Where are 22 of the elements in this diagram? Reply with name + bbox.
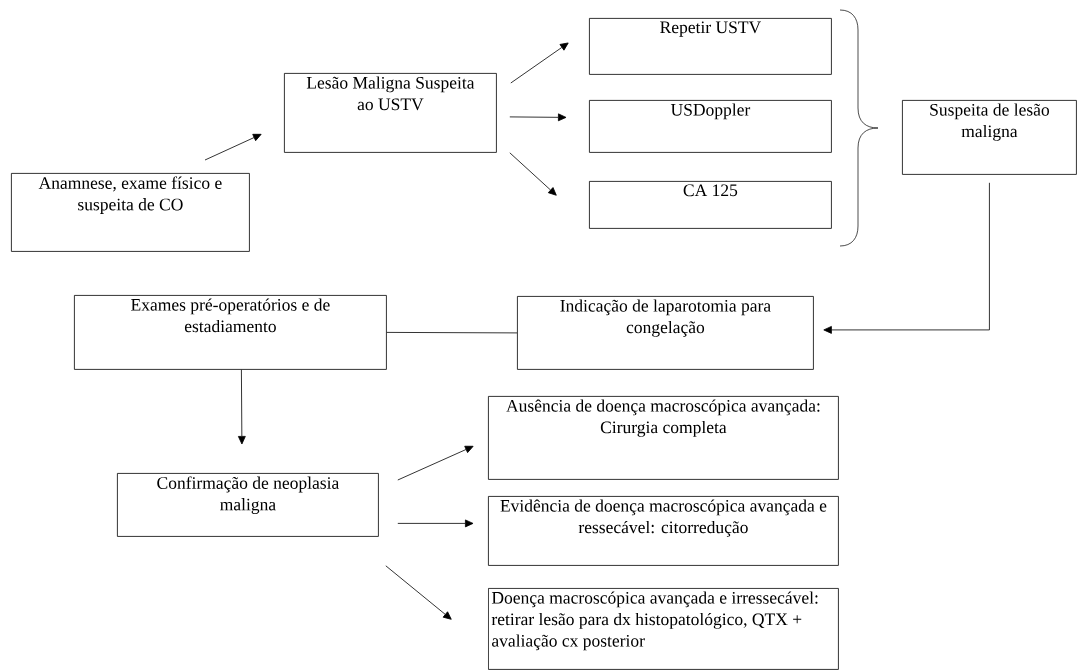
- process-box: CA 125: [589, 181, 832, 229]
- process-box: Ausência de doença macroscópica avançada: Cirurgia completa: [488, 396, 839, 480]
- process-box: Anamnese, exame físico e suspeita de CO: [11, 173, 250, 252]
- process-box: Doença macroscópica avançada e irressecável: retirar lesão para dx histopatológico, QTX + avaliação cx posterior: [488, 588, 839, 670]
- process-box: Evidência de doença macroscópica avançada e ressecável: citorredução: [488, 496, 839, 566]
- arrow: [823, 182, 990, 334]
- arrow: [510, 42, 569, 84]
- process-box: Indicação de laparotomia para congelação: [517, 296, 814, 370]
- arrow: [509, 113, 567, 122]
- process-box: Suspeita de lesão maligna: [902, 100, 1077, 175]
- process-box: Lesão Maligna Suspeita ao USTV: [284, 73, 497, 153]
- arrow: [397, 519, 474, 528]
- arrow: [204, 133, 262, 161]
- arrow: [509, 152, 557, 196]
- arrow: [237, 369, 246, 445]
- process-box: USDoppler: [589, 100, 832, 153]
- process-box: Exames pré-operatórios e de estadiamento: [74, 295, 387, 370]
- process-box: Confirmação de neoplasia maligna: [117, 473, 379, 537]
- process-box: Repetir USTV: [589, 18, 832, 75]
- connector-line: [386, 332, 518, 334]
- arrow: [397, 445, 474, 481]
- arrow: [385, 565, 452, 620]
